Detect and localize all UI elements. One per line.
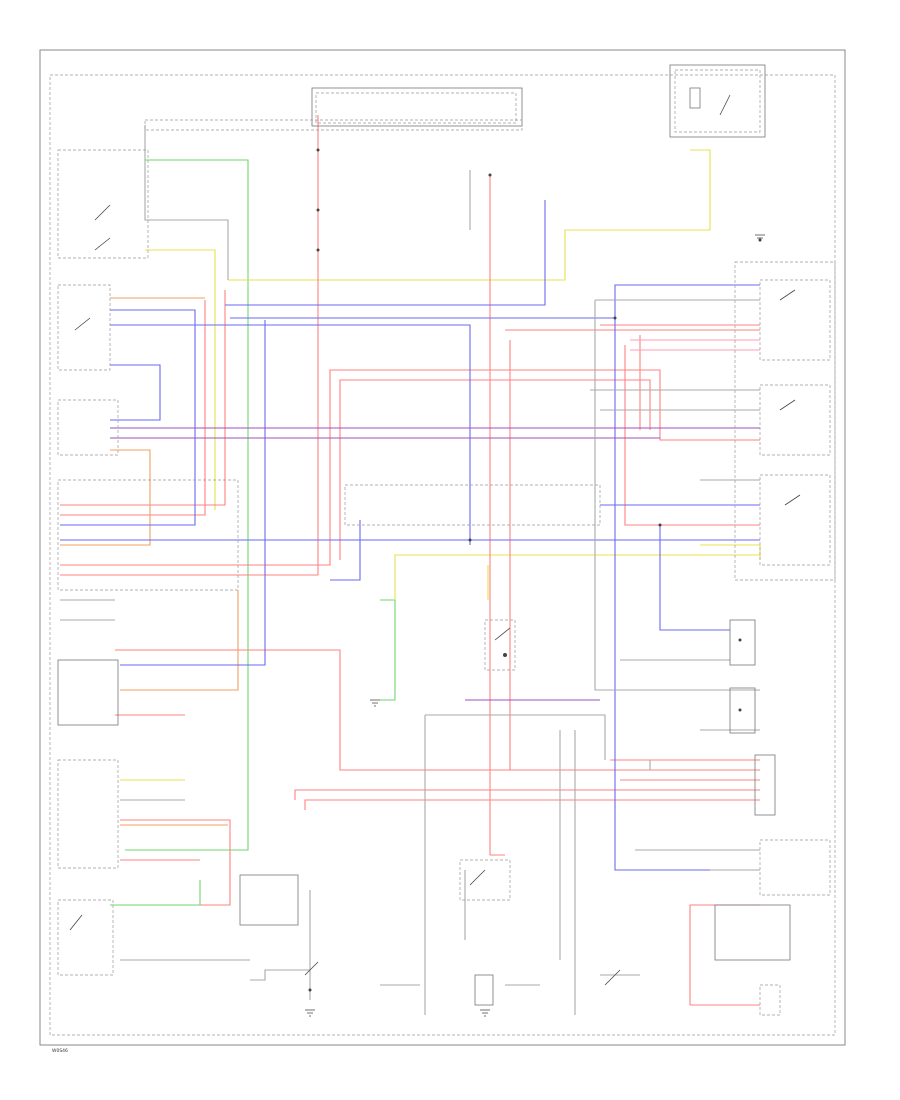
switch-contact	[784, 494, 801, 506]
wire-yellow	[394, 554, 760, 560]
wire-red	[489, 175, 505, 856]
wire-blue	[110, 364, 161, 421]
right-outer-box	[734, 261, 836, 581]
right-relay-box-1	[759, 279, 831, 361]
ground-symbols	[305, 234, 765, 1017]
connector-pin	[758, 238, 762, 242]
switch-contact	[304, 961, 319, 976]
wire-yellow	[228, 149, 711, 281]
connector-pin	[488, 173, 492, 177]
wire-red	[60, 369, 760, 566]
bottom-right-connector	[759, 984, 781, 1016]
left-relay-box-1	[57, 149, 149, 259]
wire-red	[60, 300, 206, 516]
fuse-box	[311, 87, 523, 127]
wire-red	[624, 345, 760, 526]
switch-symbols	[69, 94, 801, 986]
footer-code: W0S46	[52, 1048, 68, 1054]
wire-gray	[144, 125, 229, 280]
right-module-lower	[759, 839, 831, 896]
switch-contact	[469, 869, 486, 886]
switch-contact	[719, 94, 731, 116]
wire-red	[689, 904, 760, 1005]
wire-red	[60, 115, 319, 576]
ground-icon	[480, 1009, 490, 1017]
wire-red	[304, 799, 760, 810]
diagram-frame	[39, 49, 846, 1046]
wire-blue	[230, 284, 760, 319]
center-sensor-box	[239, 874, 299, 926]
connector-pin	[658, 523, 662, 527]
switch-contact	[779, 399, 796, 411]
wire-blue	[110, 324, 471, 545]
right-sensor-box-1	[729, 619, 756, 666]
center-bottom-sensor	[474, 974, 494, 1006]
wire-green	[125, 159, 249, 851]
right-relay-box-2	[759, 384, 831, 456]
wire-red	[120, 819, 231, 906]
wire-blue	[120, 320, 266, 666]
ground-icon	[305, 1009, 315, 1017]
wire-yellow	[145, 249, 216, 510]
wire-blue	[225, 200, 546, 306]
connector-pins	[308, 148, 762, 992]
ground-icon	[370, 699, 380, 707]
wire-yellow	[700, 544, 761, 560]
left-relay-box-2	[57, 284, 111, 371]
bottom-left-switch-box	[57, 899, 114, 976]
right-relay-box-3	[759, 474, 831, 566]
wire-blue	[614, 318, 760, 871]
wire-blue	[330, 520, 361, 581]
wire-gray	[594, 300, 760, 691]
connector-pin	[316, 208, 320, 212]
wire-blue	[659, 525, 730, 631]
switch-contact	[779, 289, 796, 301]
switch-contact	[494, 627, 511, 641]
fuse-box-dashed-outline	[144, 119, 523, 131]
top-right-relay-inner	[674, 69, 761, 133]
wire-green	[380, 599, 396, 701]
connector-pin	[613, 316, 617, 320]
wire-red	[339, 379, 651, 560]
connector-pin	[738, 638, 742, 642]
connector-pin	[316, 248, 320, 252]
left-module-box	[57, 399, 119, 456]
mid-connector	[484, 619, 516, 671]
wire-blue	[60, 309, 196, 526]
switch-contact	[74, 317, 91, 331]
left-lower-module	[57, 659, 119, 726]
fuse-box-inner	[315, 92, 517, 124]
connector-pin	[308, 988, 312, 992]
connector-pin	[503, 653, 507, 657]
switch-contact	[604, 969, 621, 986]
wire-group	[60, 115, 761, 1015]
wire-green	[110, 880, 201, 906]
right-sensor-box-2	[729, 687, 756, 734]
wire-gray	[425, 714, 606, 760]
wire-red	[294, 789, 760, 800]
wire-red	[60, 290, 226, 506]
mid-dashed-region	[344, 484, 601, 526]
wire-red	[115, 649, 510, 771]
relay-coil	[689, 87, 701, 109]
center-switch-box	[459, 859, 511, 901]
switch-contact	[94, 204, 111, 221]
right-module-bottom	[714, 904, 791, 961]
connector-pin	[468, 538, 472, 542]
switch-contact	[94, 237, 111, 251]
switch-contact	[69, 914, 83, 931]
right-connector-box	[754, 754, 776, 816]
connector-pin	[738, 708, 742, 712]
wire-gray	[250, 969, 310, 981]
top-right-relay-box	[669, 64, 766, 138]
wire-orange	[60, 449, 151, 546]
left-lower-module-2	[57, 759, 119, 869]
control-module-box	[57, 479, 239, 591]
wire-orange	[120, 590, 239, 691]
connector-pin	[316, 148, 320, 152]
